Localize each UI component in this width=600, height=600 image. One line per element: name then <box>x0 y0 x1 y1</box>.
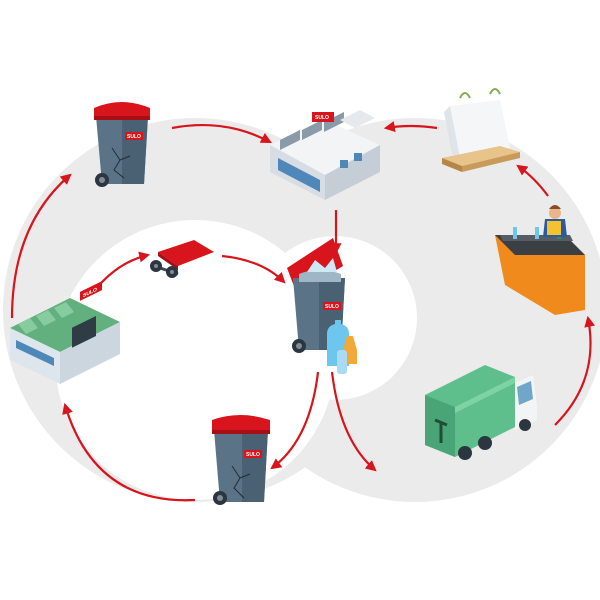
spare-lid-icon <box>150 240 214 278</box>
center-bin-brand-label: SULO <box>325 304 339 310</box>
arrow-lid-to-center <box>221 254 286 284</box>
damaged-wheelie-bin-bottom-icon: SULO <box>212 415 270 505</box>
arrow-truck-to-sorting <box>554 315 596 426</box>
bin-factory-icon: SULO <box>270 110 380 200</box>
flow-arrows <box>10 121 596 502</box>
regional-plant-icon: SULO <box>10 281 120 384</box>
arrow-bulkbag-to-factory <box>383 121 438 132</box>
bulk-bag-icon <box>442 88 520 172</box>
center-bin-icon: SULO <box>287 238 357 374</box>
arrow-bottom-bin-to-plant <box>62 402 196 502</box>
worker-head-icon <box>549 207 561 219</box>
bin-brand-label: SULO <box>127 134 141 140</box>
garbage-truck-icon <box>425 365 537 460</box>
arrow-center-to-truck <box>330 371 377 472</box>
damaged-wheelie-bin-icon: SULO <box>94 102 150 187</box>
factory-brand-label: SULO <box>315 115 329 121</box>
arrow-sorting-to-bulkbag <box>516 164 549 197</box>
arrow-bin-to-factory <box>171 123 272 144</box>
sorting-conveyor-icon <box>495 205 585 315</box>
arrow-plant-to-top-bin <box>10 173 72 319</box>
arrow-center-to-bottom-bin <box>270 371 320 470</box>
bottom-bin-brand-label: SULO <box>246 452 260 458</box>
